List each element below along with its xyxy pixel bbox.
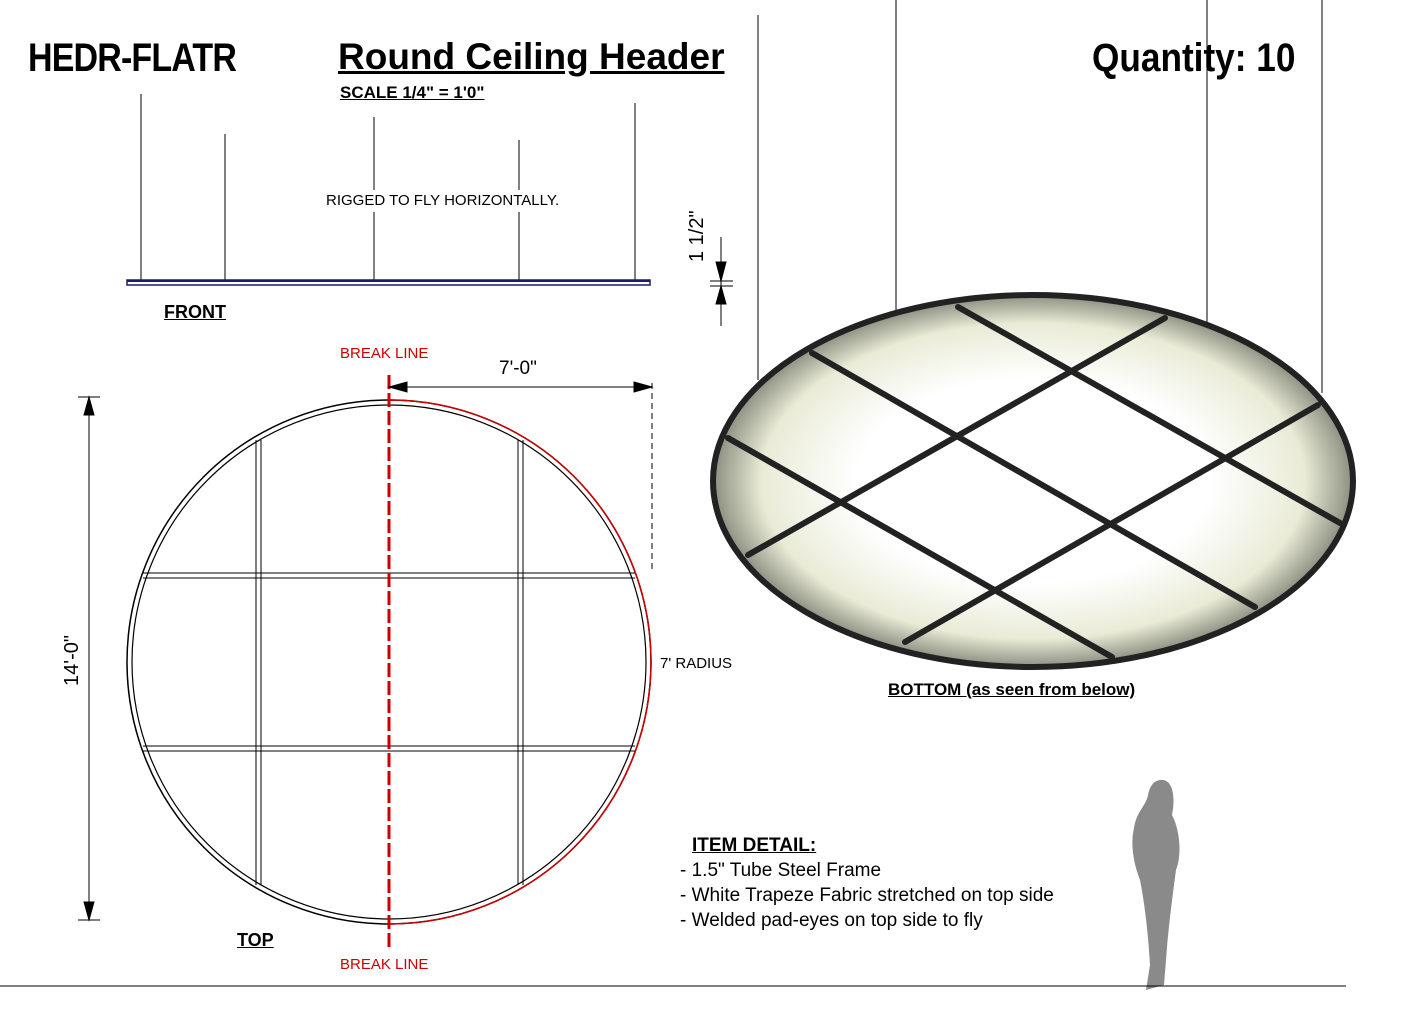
height-dimension: 14'-0" [61, 635, 83, 686]
radius-label: 7' RADIUS [660, 655, 733, 672]
item-detail-line: - White Trapeze Fabric stretched on top … [680, 885, 1054, 906]
half-width-dimension: 7'-0" [499, 358, 537, 379]
quantity: Quantity: 10 [1092, 36, 1296, 80]
item-detail: ITEM DETAIL: - 1.5" Tube Steel Frame - W… [680, 833, 1054, 933]
bottom-label: BOTTOM (as seen from below) [888, 680, 1136, 699]
top-view [78, 375, 654, 950]
item-detail-heading: ITEM DETAIL: [692, 835, 817, 856]
break-line-label-top: BREAK LINE [340, 345, 429, 362]
page-title: Round Ceiling Header [338, 36, 725, 77]
item-detail-line: - 1.5" Tube Steel Frame [680, 860, 882, 881]
item-detail-line: - Welded pad-eyes on top side to fly [680, 910, 983, 931]
item-code: HEDR-FLATR [28, 36, 237, 80]
front-view [126, 94, 733, 326]
break-line-label-bottom: BREAK LINE [340, 956, 429, 973]
scale-label: SCALE 1/4" = 1'0" [340, 83, 485, 102]
human-silhouette [1132, 779, 1180, 990]
front-label: FRONT [164, 302, 226, 322]
bottom-view [710, 292, 1356, 670]
rigging-lines [757, 0, 1323, 393]
rigging-note: RIGGED TO FLY HORIZONTALLY. [326, 192, 560, 209]
top-label: TOP [237, 930, 274, 950]
thickness-dimension: 1 1/2" [686, 210, 708, 262]
